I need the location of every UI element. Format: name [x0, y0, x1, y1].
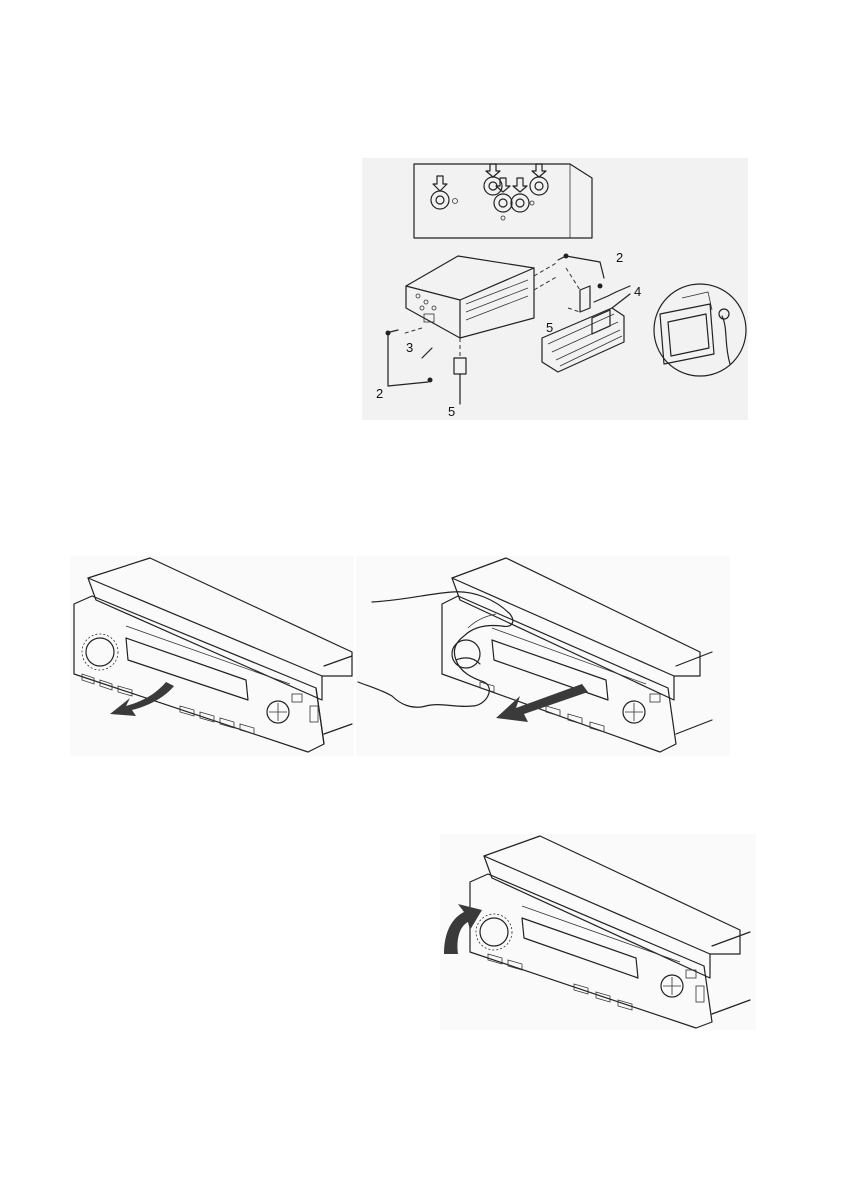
detach-panel-drawing-left — [70, 556, 354, 756]
callout-bracket-top: 5 — [546, 320, 553, 335]
hand-pull-drawing — [356, 556, 730, 756]
attach-panel-drawing — [440, 834, 756, 1030]
installation-figure: 2 4 5 3 2 5 — [362, 158, 748, 420]
installation-diagram: 2 4 5 3 2 5 — [362, 158, 748, 420]
callout-screw-bottom: 2 — [376, 386, 383, 401]
callout-connector: 3 — [406, 340, 413, 355]
callout-bracket-bottom: 5 — [448, 404, 455, 419]
callout-sleeve: 4 — [634, 284, 641, 299]
attach-panel-figure — [440, 834, 756, 1030]
detach-panel-figure-right — [356, 556, 730, 756]
detach-panel-figure-left — [70, 556, 354, 756]
callout-screw-top: 2 — [616, 250, 623, 265]
